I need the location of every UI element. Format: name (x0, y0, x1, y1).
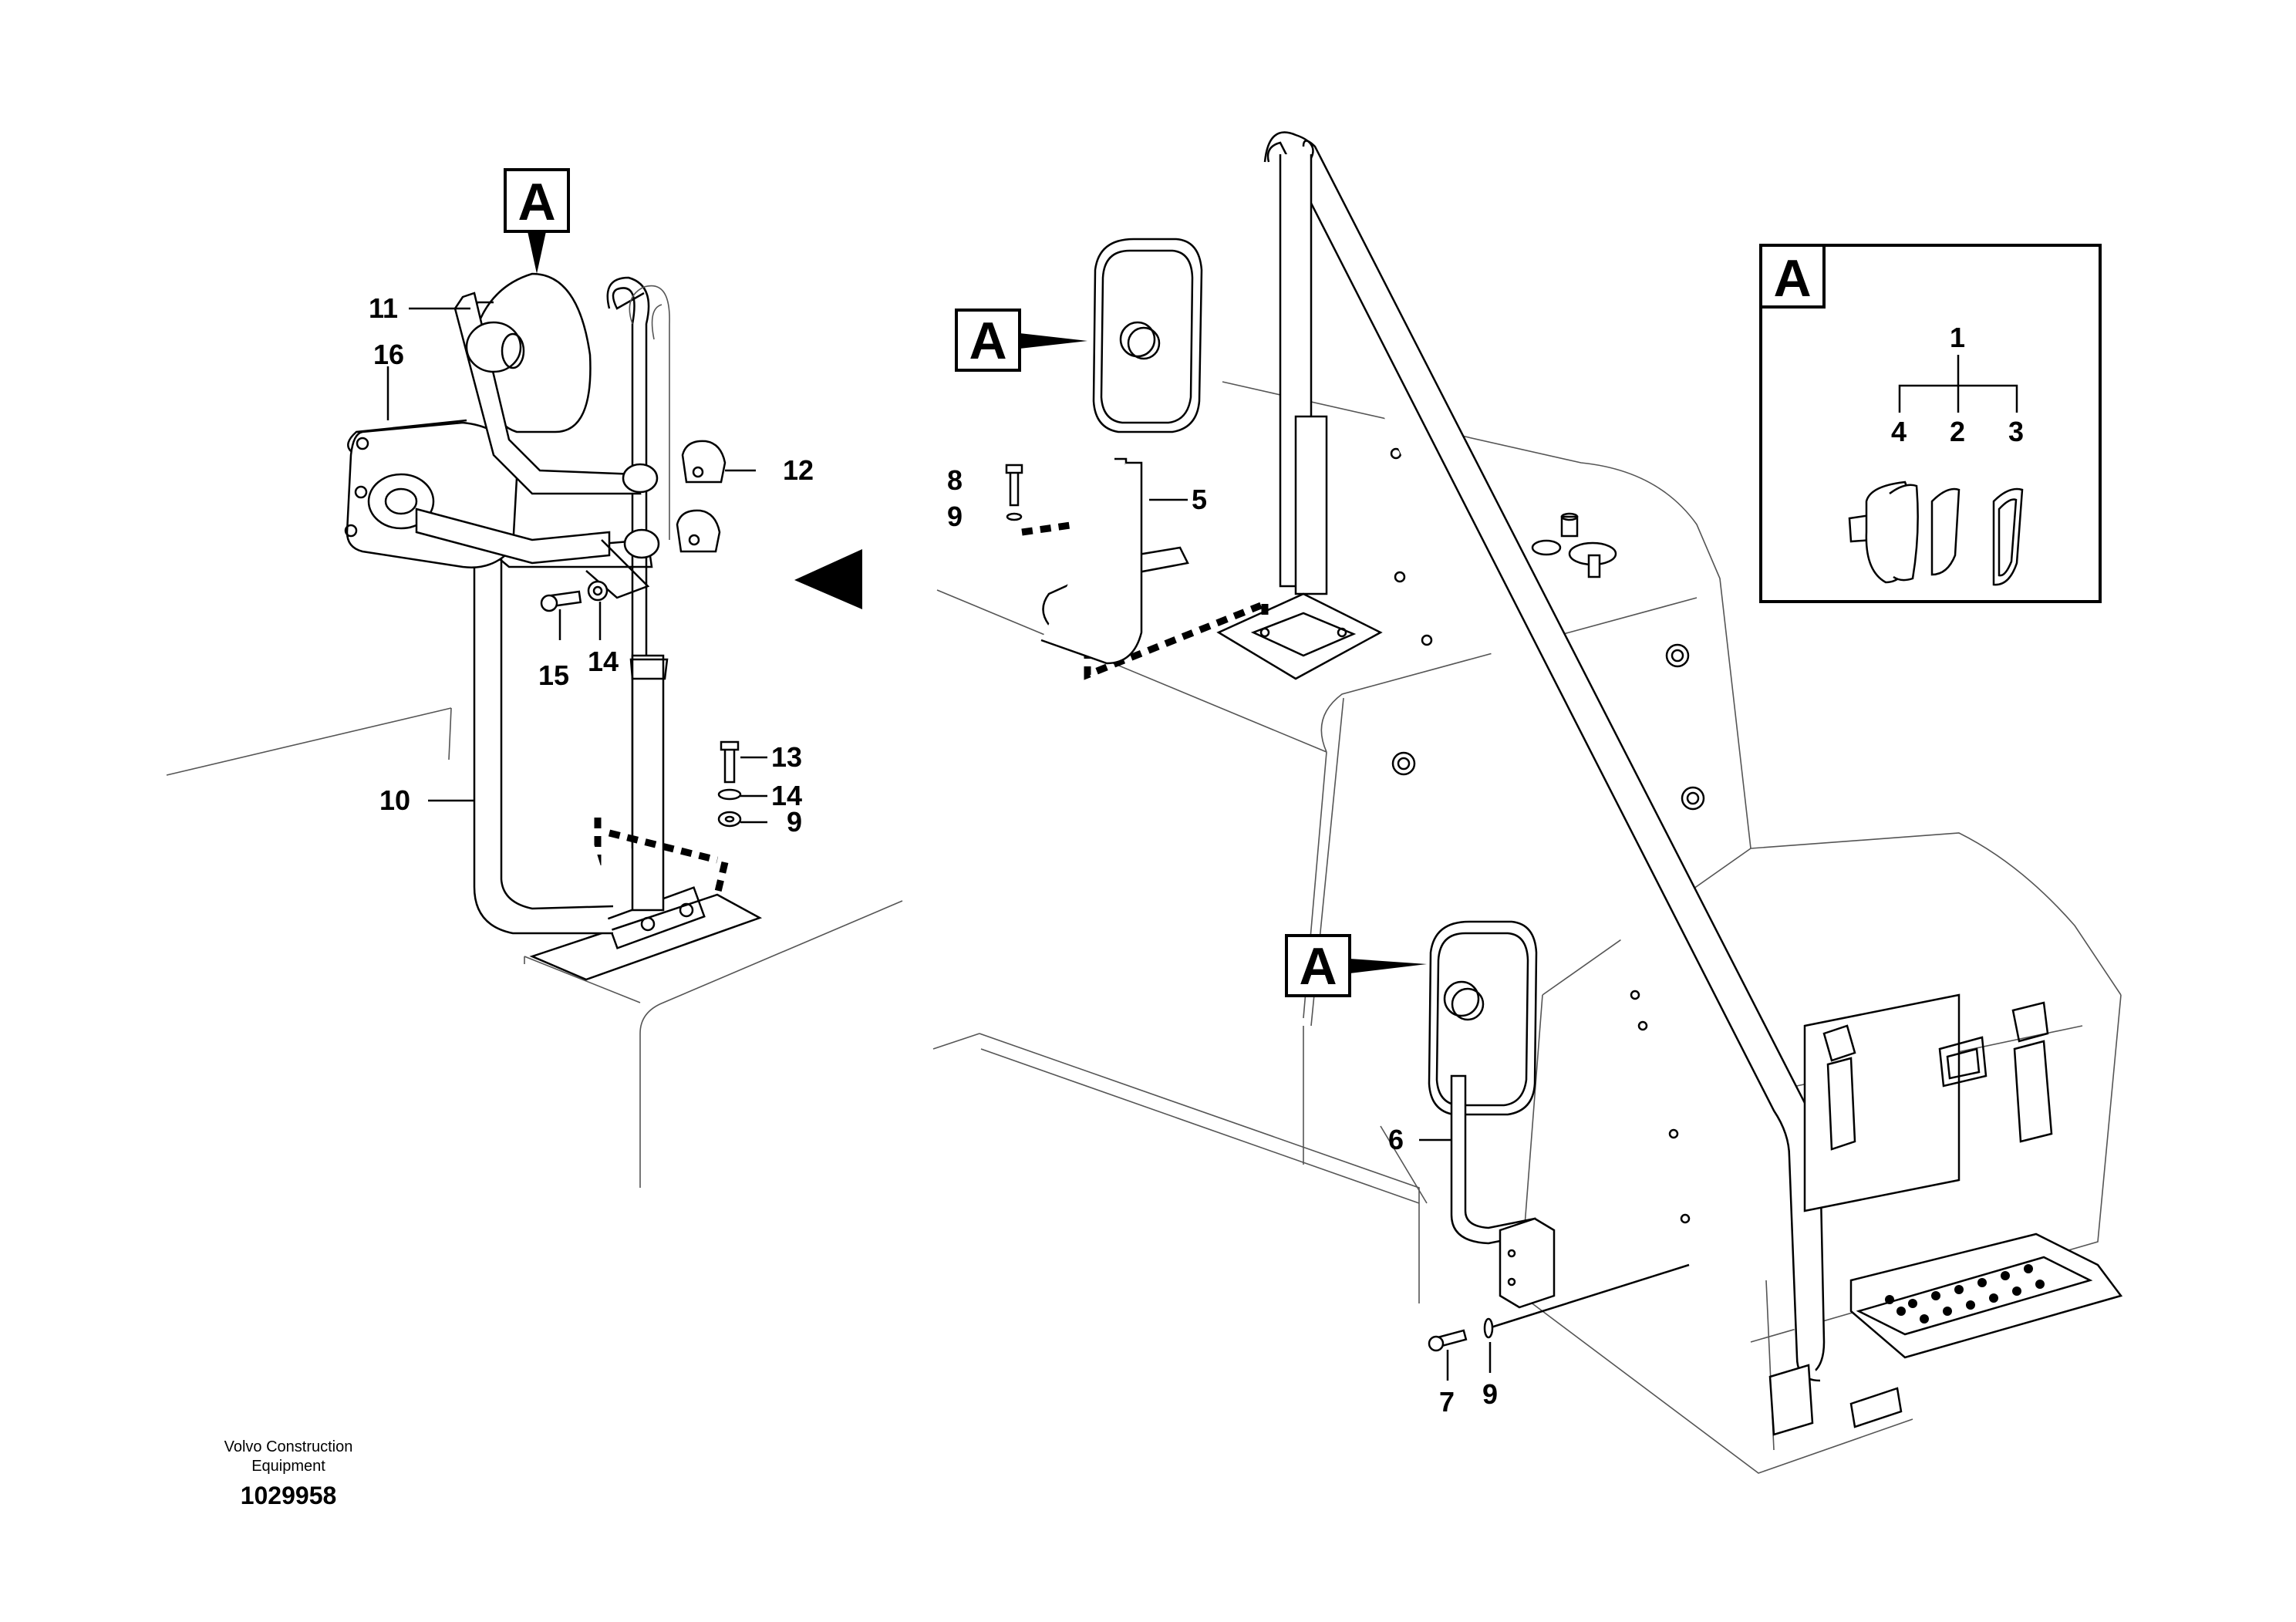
company-name-line1: Volvo Construction (224, 1438, 353, 1455)
callout-5: 5 (1192, 484, 1207, 515)
callout-14: 14 (771, 780, 802, 811)
callout-4: 4 (1891, 416, 1907, 447)
view-a-label: A (1773, 249, 1811, 308)
callout-15: 15 (538, 659, 569, 691)
callout-14: 14 (588, 646, 619, 677)
callout-6: 6 (1388, 1124, 1404, 1155)
callout-11: 11 (369, 292, 398, 324)
footer: Volvo Construction Equipment 1029958 (224, 1438, 353, 1509)
view-a-tag-top-left: A (504, 168, 570, 274)
callout-9: 9 (947, 501, 963, 532)
company-name-line2: Equipment (251, 1458, 325, 1475)
right-assembly: A A (932, 131, 2123, 1474)
callout-7: 7 (1439, 1386, 1455, 1418)
callout-3: 3 (2008, 416, 2024, 447)
view-a-tag-upper: A (955, 309, 1087, 372)
view-a-label: A (969, 312, 1006, 370)
view-direction-arrow (794, 549, 862, 609)
callout-9: 9 (1482, 1378, 1498, 1410)
callout-9: 9 (787, 806, 802, 838)
callout-8: 8 (947, 464, 963, 496)
callout-12: 12 (783, 454, 814, 486)
view-a-label: A (1299, 937, 1337, 996)
detail-view-a: A (1759, 244, 2102, 603)
callout-2: 2 (1950, 416, 1965, 447)
callout-1: 1 (1950, 322, 1965, 353)
view-a-tag-lower: A (1285, 934, 1427, 997)
drawing-number: 1029958 (241, 1482, 337, 1509)
left-assembly: A (166, 168, 903, 1188)
callout-13: 13 (771, 741, 802, 773)
callout-10: 10 (379, 784, 410, 816)
view-a-label: A (518, 173, 555, 231)
callout-16: 16 (373, 339, 404, 370)
callout-labels: 11 16 12 15 14 13 14 9 10 8 9 5 6 7 9 1 … (369, 292, 2024, 1418)
